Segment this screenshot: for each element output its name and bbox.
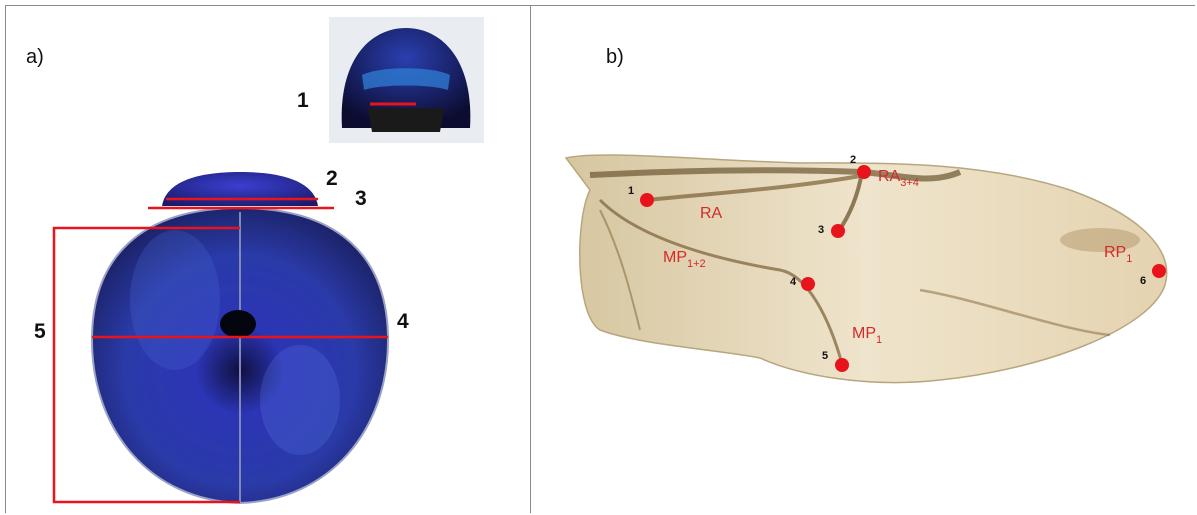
landmark-number-4: 4	[790, 276, 797, 288]
measurement-number-4: 4	[397, 310, 409, 333]
head-inset	[329, 17, 484, 143]
landmark-marker-3	[831, 224, 845, 238]
landmark-number-5: 5	[822, 350, 828, 362]
landmark-marker-1	[640, 193, 654, 207]
wing-membrane	[566, 155, 1167, 383]
measurement-number-1: 1	[297, 89, 309, 112]
landmark-number-3: 3	[818, 224, 824, 236]
landmark-marker-5	[835, 358, 849, 372]
pronotum	[162, 172, 318, 206]
landmark-marker-6	[1152, 264, 1166, 278]
landmark-number-6: 6	[1140, 275, 1146, 287]
wing-dark-patch	[1060, 228, 1140, 252]
landmark-marker-2	[857, 165, 871, 179]
landmark-number-2: 2	[850, 154, 856, 166]
dark-spot	[220, 310, 256, 338]
elytra-highlight-right	[260, 345, 340, 455]
hind-wing	[566, 155, 1167, 383]
mouthparts	[368, 108, 444, 132]
landmark-marker-4	[801, 277, 815, 291]
measurement-number-3: 3	[355, 187, 367, 210]
vein-label-ra: RA	[700, 205, 723, 222]
measurement-number-2: 2	[326, 167, 338, 190]
landmark-number-1: 1	[628, 185, 634, 197]
elytra-highlight-left	[130, 230, 220, 370]
measurement-number-5: 5	[34, 320, 46, 343]
